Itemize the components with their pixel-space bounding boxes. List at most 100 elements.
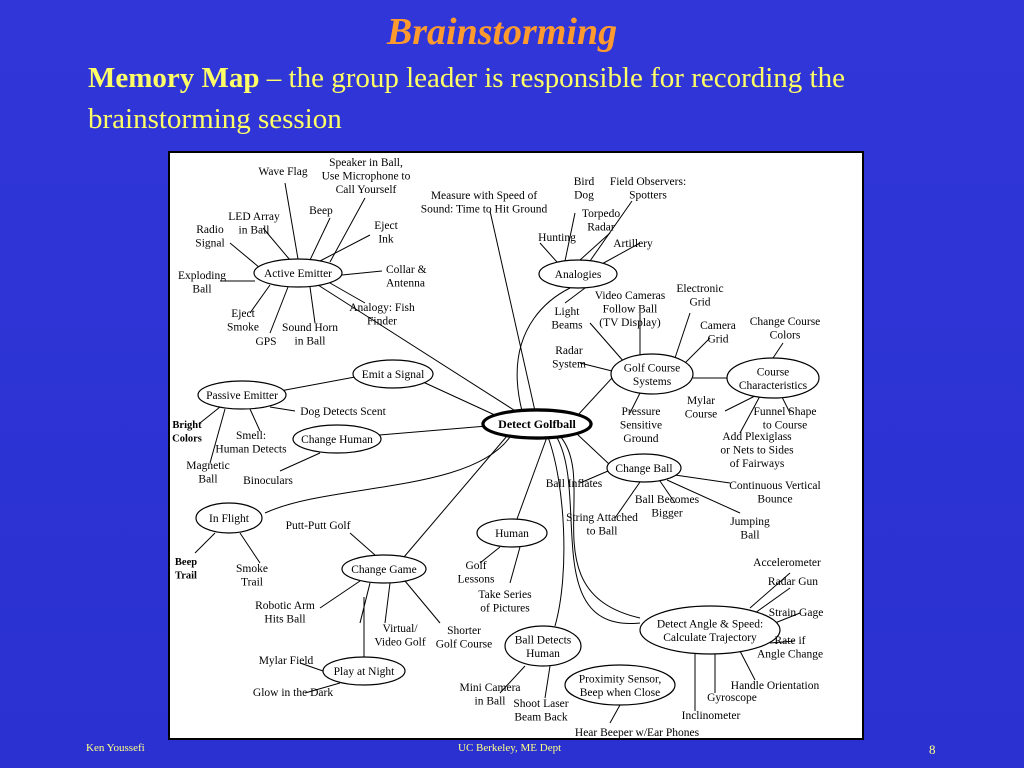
branch-connector <box>564 212 576 262</box>
branch-connector <box>609 704 621 724</box>
slide-number: 8 <box>929 742 936 757</box>
leaf-handle-orientation: Handle Orientation <box>731 680 820 692</box>
active-emitter-label: Active Emitter <box>264 268 332 280</box>
hub-connector <box>378 425 488 436</box>
human-node <box>476 518 548 548</box>
golf-course-systems-node <box>610 353 694 395</box>
leaf-gyroscope: Gyroscope <box>707 692 757 704</box>
leaf-gps: GPS <box>255 336 276 348</box>
proximity-sensor-node <box>564 664 676 706</box>
in-flight-label: In Flight <box>209 513 250 525</box>
leaf-radar-gun: Radar Gun <box>768 576 818 588</box>
branch-connector <box>329 282 366 304</box>
branch-connector <box>564 287 586 304</box>
branch-connector <box>684 337 711 364</box>
central-node-label: Detect Golfball <box>498 417 576 431</box>
leaf-binoculars: Binoculars <box>243 475 293 487</box>
branch-connector <box>269 406 296 412</box>
change-ball-node <box>606 453 682 483</box>
branch-connector <box>299 662 324 672</box>
branch-connector <box>304 682 341 694</box>
branch-connector <box>781 396 791 414</box>
branch-connector <box>739 650 756 681</box>
branch-connector <box>774 612 801 624</box>
hub-connector <box>555 435 641 624</box>
leaf-beep: Beep <box>309 205 333 217</box>
leaf-strain-gage: Strain Gage <box>769 607 824 619</box>
branch-connector <box>674 312 691 359</box>
change-game-label: Change Game <box>351 564 416 576</box>
in-flight-node <box>195 502 263 534</box>
branch-connector <box>309 217 331 261</box>
branch-connector <box>666 479 741 514</box>
branch-connector <box>329 197 366 263</box>
passive-emitter-label: Passive Emitter <box>206 390 278 402</box>
human-label: Human <box>495 528 529 540</box>
leaf-putt-putt: Putt-Putt Golf <box>286 520 351 532</box>
branch-connector <box>384 582 391 624</box>
change-human-label: Change Human <box>301 434 373 446</box>
branch-connector <box>749 572 791 609</box>
branch-connector <box>629 392 641 414</box>
branch-connector <box>579 470 609 484</box>
branch-connector <box>509 546 521 584</box>
emit-signal-node <box>352 359 434 389</box>
branch-connector <box>739 395 761 434</box>
branch-connector <box>341 270 383 276</box>
emit-signal-label: Emit a Signal <box>362 369 425 381</box>
leaf-accelerometer: Accelerometer <box>753 557 821 569</box>
branch-connector <box>309 286 316 324</box>
hub-connector <box>516 287 571 412</box>
leaf-glow-dark: Glow in the Dark <box>253 687 333 699</box>
footer-institution: UC Berkeley, ME Dept <box>458 742 562 754</box>
branch-connector <box>589 322 626 364</box>
branch-connector <box>229 242 261 269</box>
branch-connector <box>614 481 641 519</box>
slide-subtitle: Memory Map – the group leader is respons… <box>88 58 988 140</box>
footer-author: Ken Youssefi <box>86 742 145 754</box>
branch-connector <box>194 532 216 554</box>
branch-connector <box>544 665 551 699</box>
course-characteristics-node <box>726 357 820 399</box>
detect-angle-label: Detect Angle & Speed:Calculate Trajector… <box>657 618 763 644</box>
branch-connector <box>249 408 261 432</box>
hub-connector <box>516 436 548 520</box>
leaf-collar-antenna: Collar &Antenna <box>386 264 427 290</box>
branch-connector <box>479 546 501 564</box>
branch-connector <box>599 242 641 266</box>
hub-connector <box>489 210 536 412</box>
hub-connector <box>403 435 508 558</box>
central-node-border <box>481 408 593 440</box>
leaf-mylar-field: Mylar Field <box>259 655 314 667</box>
central-node-ellipse <box>483 410 591 438</box>
change-ball-label: Change Ball <box>615 463 672 475</box>
branch-connector <box>499 665 526 694</box>
leaf-inclinometer: Inclinometer <box>682 710 741 722</box>
branch-connector <box>769 640 796 644</box>
branch-connector <box>284 182 299 260</box>
detect-angle-node <box>639 605 781 655</box>
branch-connector <box>279 376 356 392</box>
branch-connector <box>674 474 731 484</box>
